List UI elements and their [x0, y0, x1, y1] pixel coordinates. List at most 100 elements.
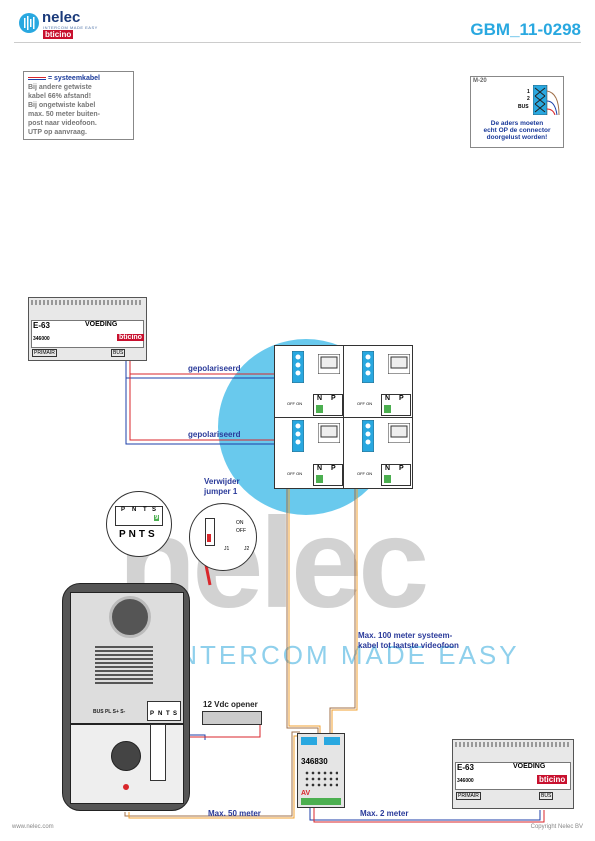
- opener-label: 12 Vdc opener: [203, 700, 258, 709]
- m20-title: M-20: [473, 78, 487, 84]
- terminal-t: T: [143, 507, 147, 513]
- brand-logo-icon: [19, 13, 39, 33]
- outdoor-panel: BUS PL S+ S- P N T S: [62, 583, 190, 811]
- psu-type: VOEDING: [85, 321, 118, 328]
- note-line: max. 50 meter buiten-: [28, 111, 100, 118]
- terminal-n: N: [385, 395, 391, 402]
- terminal-block-icon: [361, 350, 375, 384]
- remove-jumper-line: jumper 1: [204, 487, 238, 496]
- terminal-s: S: [173, 711, 178, 717]
- bticino-logo: bticino: [537, 775, 568, 784]
- speaker-grille: [95, 644, 153, 684]
- brand-name: nelec: [42, 9, 81, 26]
- remove-jumper-label: Verwijder jumper 1: [204, 477, 240, 497]
- terminal-n: N: [317, 395, 323, 402]
- terminal-9: 9: [154, 515, 160, 521]
- terminal-block-icon: [291, 419, 305, 453]
- call-button-icon: [111, 741, 141, 771]
- footer-copyright: Copyright Nelec BV: [530, 824, 583, 830]
- brand-tagline: INTERCOM MADE EASY: [43, 25, 98, 30]
- terminal-n: N: [317, 465, 323, 472]
- header-divider: [14, 42, 581, 43]
- polarized-label: gepolariseerd: [188, 430, 241, 439]
- pnts-detail: P N T S 9 PNTS: [106, 491, 172, 557]
- module-av-label: AV: [301, 790, 311, 797]
- max100-line: kabel tot laatste videofoon: [358, 641, 459, 650]
- terminal-n: N: [385, 465, 391, 472]
- terminal-block-icon: [361, 419, 375, 453]
- m20-warning-line: echt OP de connector: [483, 127, 551, 134]
- brand-logo: nelec INTERCOM MADE EASY bticino: [19, 8, 119, 40]
- terminal-n: N: [128, 529, 139, 540]
- terminal-p: P: [119, 529, 129, 540]
- terminal-p: P: [331, 395, 336, 402]
- m20-warning-line: doorgelust worden!: [486, 134, 548, 141]
- terminal-t: T: [166, 711, 170, 717]
- note-line: Bij ongetwiste kabel: [28, 102, 96, 109]
- np-terminal: N P: [313, 464, 343, 486]
- max100-line: Max. 100 meter systeem-: [358, 631, 453, 640]
- remove-jumper-line: Verwijder: [204, 477, 240, 486]
- cable-note: = systeemkabel Bij andere getwiste kabel…: [23, 71, 134, 140]
- terminal-t: T: [138, 529, 149, 540]
- psu-name: E-63: [457, 763, 474, 772]
- terminal-s: S: [152, 507, 157, 513]
- terminal-p: P: [399, 395, 404, 402]
- note-line: kabel 66% afstand!: [28, 93, 92, 100]
- monitor-cell: [361, 419, 410, 457]
- monitor-cell: [361, 350, 410, 388]
- camera-icon: [109, 596, 151, 638]
- m20-pin2: 2: [527, 96, 530, 102]
- max2-label: Max. 2 meter: [360, 809, 409, 818]
- monitor-icon: [318, 354, 340, 374]
- m20-pin1: 1: [527, 89, 530, 95]
- switch-label: OFF ON: [357, 471, 373, 476]
- np-terminal: N P: [381, 394, 411, 416]
- polarized-label: gepolariseerd: [188, 364, 241, 373]
- monitor-cell: [291, 419, 340, 457]
- note-line: UTP op aanvraag.: [28, 129, 88, 136]
- m20-warning-line: De aders moeten: [490, 120, 544, 127]
- jumper-j1: J1: [224, 546, 230, 552]
- psu-bus-label: BUS: [539, 792, 554, 800]
- footer-website[interactable]: www.nelec.com: [12, 824, 54, 830]
- bticino-logo: bticino: [117, 334, 144, 341]
- psu-bus-label: BUS: [111, 349, 126, 357]
- terminal-p: P: [399, 465, 404, 472]
- terminal-p: P: [150, 711, 155, 717]
- note-line: post naar videofoon.: [28, 120, 97, 127]
- cable-legend: = systeemkabel: [28, 74, 129, 83]
- riser-wires: [286, 468, 358, 740]
- power-supply-top: E-63 VOEDING 346000 bticino PRIMAIR BUS: [28, 297, 147, 361]
- np-terminal: N P: [313, 394, 343, 416]
- psu-type: VOEDING: [513, 763, 546, 770]
- terminal-p: P: [331, 465, 336, 472]
- switch-label: OFF ON: [357, 401, 373, 406]
- terminal-n: N: [158, 711, 163, 717]
- m20-connector-icon: [533, 85, 560, 115]
- switch-label: OFF ON: [287, 471, 303, 476]
- monitor-icon: [388, 354, 410, 374]
- terminal-block-icon: [291, 350, 305, 384]
- terminal-s: S: [148, 529, 158, 540]
- m20-bus: BUS: [518, 104, 529, 110]
- switch-label: OFF ON: [287, 401, 303, 406]
- door-opener: [202, 711, 262, 725]
- power-supply-bottom: E-63 VOEDING 346000 bticino PRIMAIR BUS: [452, 739, 574, 809]
- video-module: 346830 AV: [297, 733, 345, 808]
- monitor-icon: [318, 423, 340, 443]
- m20-box: M-20 1 2 BUS De aders moeten echt OP de …: [470, 76, 564, 148]
- psu-primary-label: PRIMAIR: [32, 349, 57, 357]
- switch-on: ON: [236, 520, 244, 526]
- outdoor-terminals-label: BUS PL S+ S-: [93, 709, 126, 715]
- jumper-j2: J2: [244, 546, 250, 552]
- bticino-logo: bticino: [43, 30, 74, 39]
- document-id: GBM_11-0298: [470, 20, 581, 39]
- monitor-cell: [291, 350, 340, 388]
- np-terminal: N P: [381, 464, 411, 486]
- terminal-p: P: [121, 507, 126, 513]
- psu-primary-label: PRIMAIR: [456, 792, 481, 800]
- jumper-detail: ON OFF J1 J2: [189, 503, 257, 571]
- max100-label: Max. 100 meter systeem- kabel tot laatst…: [358, 631, 459, 651]
- psu-name: E-63: [33, 321, 50, 330]
